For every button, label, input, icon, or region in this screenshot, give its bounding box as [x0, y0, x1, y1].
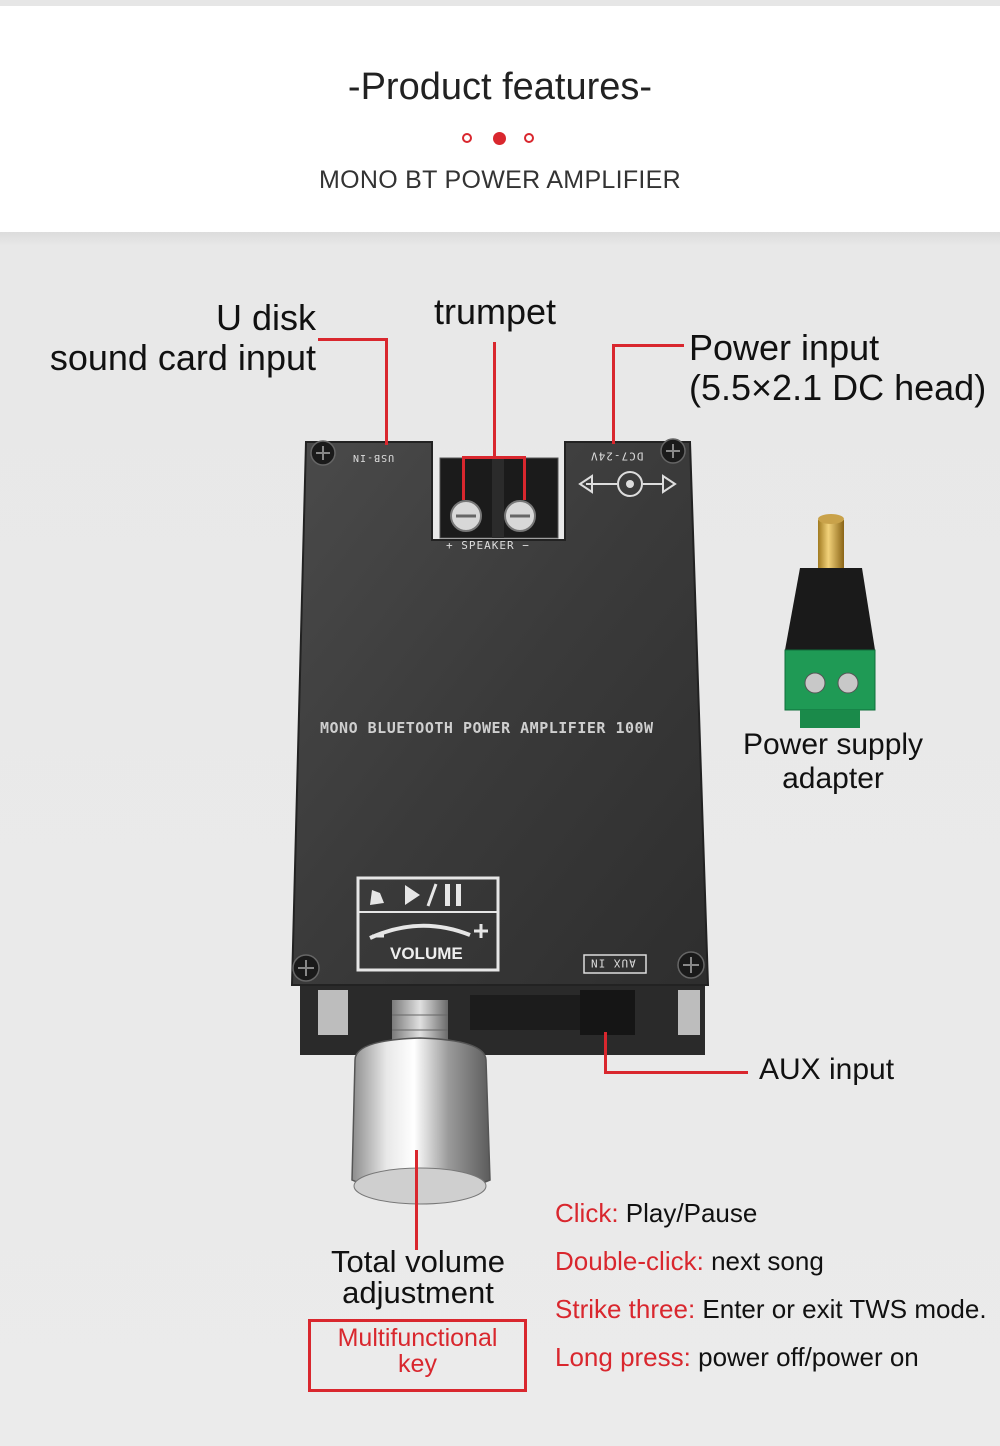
function-key: Long press: — [555, 1342, 691, 1372]
aux-silkscreen: AUX IN — [590, 956, 636, 970]
power-callout-v — [612, 344, 615, 444]
trumpet-label: trumpet — [433, 291, 557, 332]
board-main-text: MONO BLUETOOTH POWER AMPLIFIER 100W — [320, 719, 654, 737]
udisk-callout-v — [385, 338, 388, 445]
trumpet-callout-h — [462, 456, 526, 459]
decorative-dots — [458, 130, 544, 150]
trumpet-callout-v — [493, 342, 496, 458]
multifunctional-key-box: Multifunctional key — [308, 1319, 527, 1392]
dot-icon — [493, 131, 506, 145]
power-input-line2: (5.5×2.1 DC head) — [689, 367, 987, 409]
dot-icon — [524, 133, 534, 143]
udisk-label: U disk sound card input — [40, 297, 316, 379]
volume-label-line2: adjustment — [342, 1275, 494, 1310]
udisk-label-line1: U disk — [215, 297, 316, 338]
function-desc: Enter or exit TWS mode. — [702, 1294, 987, 1324]
section-subtitle: MONO BT POWER AMPLIFIER — [318, 166, 682, 194]
function-desc: Play/Pause — [625, 1198, 758, 1228]
adapter-label-line1: Power supply — [742, 728, 924, 761]
usb-silkscreen: USB-IN — [352, 452, 395, 464]
trumpet-callout-right — [523, 456, 526, 500]
power-callout-h — [612, 344, 684, 347]
volume-callout-v — [415, 1150, 418, 1250]
adapter-label-line2: adapter — [782, 761, 884, 795]
function-desc: power off/power on — [698, 1342, 919, 1372]
function-key: Strike three: — [555, 1294, 696, 1324]
volume-label-line1: Total volume — [330, 1244, 506, 1279]
function-item: Double-click: next song — [555, 1246, 987, 1294]
dot-icon — [462, 133, 472, 143]
function-desc: next song — [711, 1246, 824, 1276]
function-item: Strike three: Enter or exit TWS mode. — [555, 1294, 987, 1342]
speaker-silkscreen: + SPEAKER − — [446, 539, 530, 552]
dc-silkscreen: DC7-24V — [590, 449, 644, 463]
aux-callout-v — [604, 1032, 607, 1074]
power-input-label: Power input (5.5×2.1 DC head) — [689, 327, 987, 409]
udisk-label-line2: sound card input — [49, 337, 316, 379]
function-key: Click: — [555, 1198, 619, 1228]
top-border — [0, 0, 1000, 6]
function-item: Long press: power off/power on — [555, 1342, 987, 1390]
header-section: -Product features- MONO BT POWER AMPLIFI… — [0, 6, 1000, 232]
section-title: -Product features- — [347, 66, 653, 108]
power-input-line1: Power input — [689, 327, 880, 368]
volume-label: Total volume adjustment — [300, 1246, 536, 1308]
trumpet-callout-left — [462, 456, 465, 500]
adapter-label: Power supply adapter — [728, 728, 938, 795]
multi-line2: key — [398, 1350, 437, 1379]
volume-silkscreen: VOLUME — [390, 944, 463, 963]
udisk-callout-h — [318, 338, 388, 341]
aux-label: AUX input — [759, 1053, 895, 1086]
multi-line1: Multifunctional — [337, 1324, 498, 1352]
function-list: Click: Play/Pause Double-click: next son… — [555, 1198, 987, 1390]
aux-callout-h — [604, 1071, 748, 1074]
function-item: Click: Play/Pause — [555, 1198, 987, 1246]
function-key: Double-click: — [555, 1246, 704, 1276]
